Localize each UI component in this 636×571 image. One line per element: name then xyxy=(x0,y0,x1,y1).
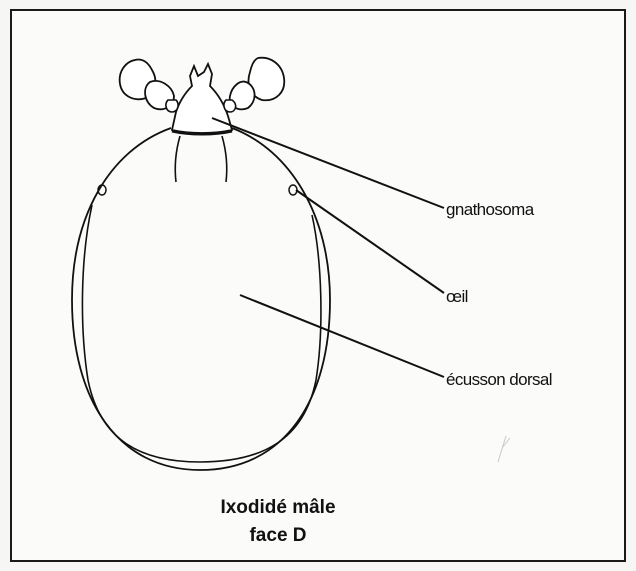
scan-mark xyxy=(498,436,510,462)
label-ecusson-dorsal: écusson dorsal xyxy=(446,370,552,390)
body-outline xyxy=(72,128,330,470)
eye-right xyxy=(289,185,297,195)
leader-oeil xyxy=(296,190,444,293)
label-oeil: œil xyxy=(446,287,468,307)
label-gnathosoma: gnathosoma xyxy=(446,200,534,220)
marginal-groove xyxy=(82,205,321,462)
caption-subtitle: face D xyxy=(188,525,368,547)
leader-ecusson xyxy=(240,295,444,377)
caption-title: Ixodidé mâle xyxy=(188,497,368,519)
cervical-groove-right xyxy=(222,136,227,182)
palp-right-segment-3 xyxy=(224,100,236,112)
cervical-groove-left xyxy=(175,136,180,182)
leader-gnathosoma xyxy=(212,118,444,208)
palp-left-segment-3 xyxy=(166,100,178,112)
